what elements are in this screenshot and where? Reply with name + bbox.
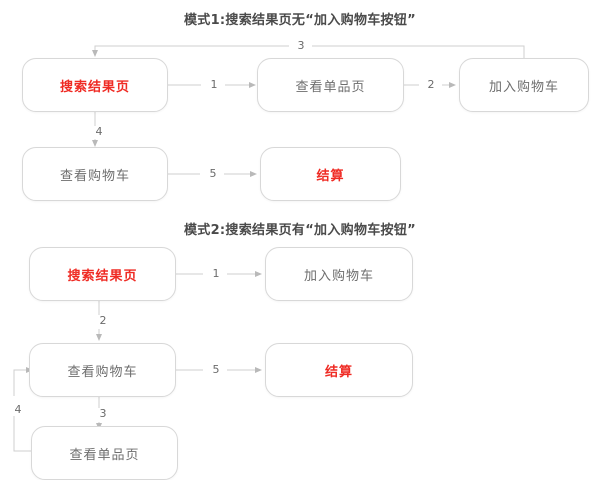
node-view-cart-mode-1[interactable]: 查看购物车 <box>22 147 168 201</box>
node-label: 结算 <box>316 168 345 184</box>
node-add-to-cart-mode-1[interactable]: 加入购物车 <box>459 58 589 112</box>
node-checkout-mode-1[interactable]: 结算 <box>260 147 401 201</box>
node-view-item-page-mode-2[interactable]: 查看单品页 <box>31 426 178 480</box>
edge-label-m2-1: 1 <box>205 268 227 280</box>
edge-label-m1-2: 2 <box>420 79 442 91</box>
node-view-cart-mode-2[interactable]: 查看购物车 <box>29 343 176 397</box>
section-title-mode-1: 模式1:搜索结果页无“加入购物车按钮” <box>183 13 417 28</box>
node-checkout-mode-2[interactable]: 结算 <box>265 343 413 397</box>
node-search-results-mode-1[interactable]: 搜索结果页 <box>22 58 168 112</box>
node-add-to-cart-mode-2[interactable]: 加入购物车 <box>265 247 413 301</box>
node-view-item-page-mode-1[interactable]: 查看单品页 <box>257 58 404 112</box>
section-title-mode-2: 模式2:搜索结果页有“加入购物车按钮” <box>183 223 417 238</box>
node-label: 结算 <box>324 364 353 380</box>
node-label: 查看购物车 <box>59 168 130 184</box>
edge-label-m2-2: 2 <box>92 315 114 327</box>
edge-label-m1-3: 3 <box>290 40 312 52</box>
node-label: 查看单品页 <box>295 79 366 95</box>
edge-label-m2-5: 5 <box>205 364 227 376</box>
node-label: 加入购物车 <box>488 79 559 95</box>
edge-label-m1-4: 4 <box>88 126 110 138</box>
edge-label-m1-5: 5 <box>202 168 224 180</box>
node-label: 搜索结果页 <box>67 268 138 284</box>
node-label: 搜索结果页 <box>59 79 130 95</box>
node-label: 查看单品页 <box>69 447 140 463</box>
edge-label-m2-3: 3 <box>92 408 114 420</box>
edge-label-m2-4: 4 <box>7 404 29 416</box>
node-search-results-mode-2[interactable]: 搜索结果页 <box>29 247 176 301</box>
node-label: 加入购物车 <box>303 268 374 284</box>
edge-label-m1-1: 1 <box>203 79 225 91</box>
node-label: 查看购物车 <box>67 364 138 380</box>
edge-m1-3-arrow <box>92 45 289 57</box>
